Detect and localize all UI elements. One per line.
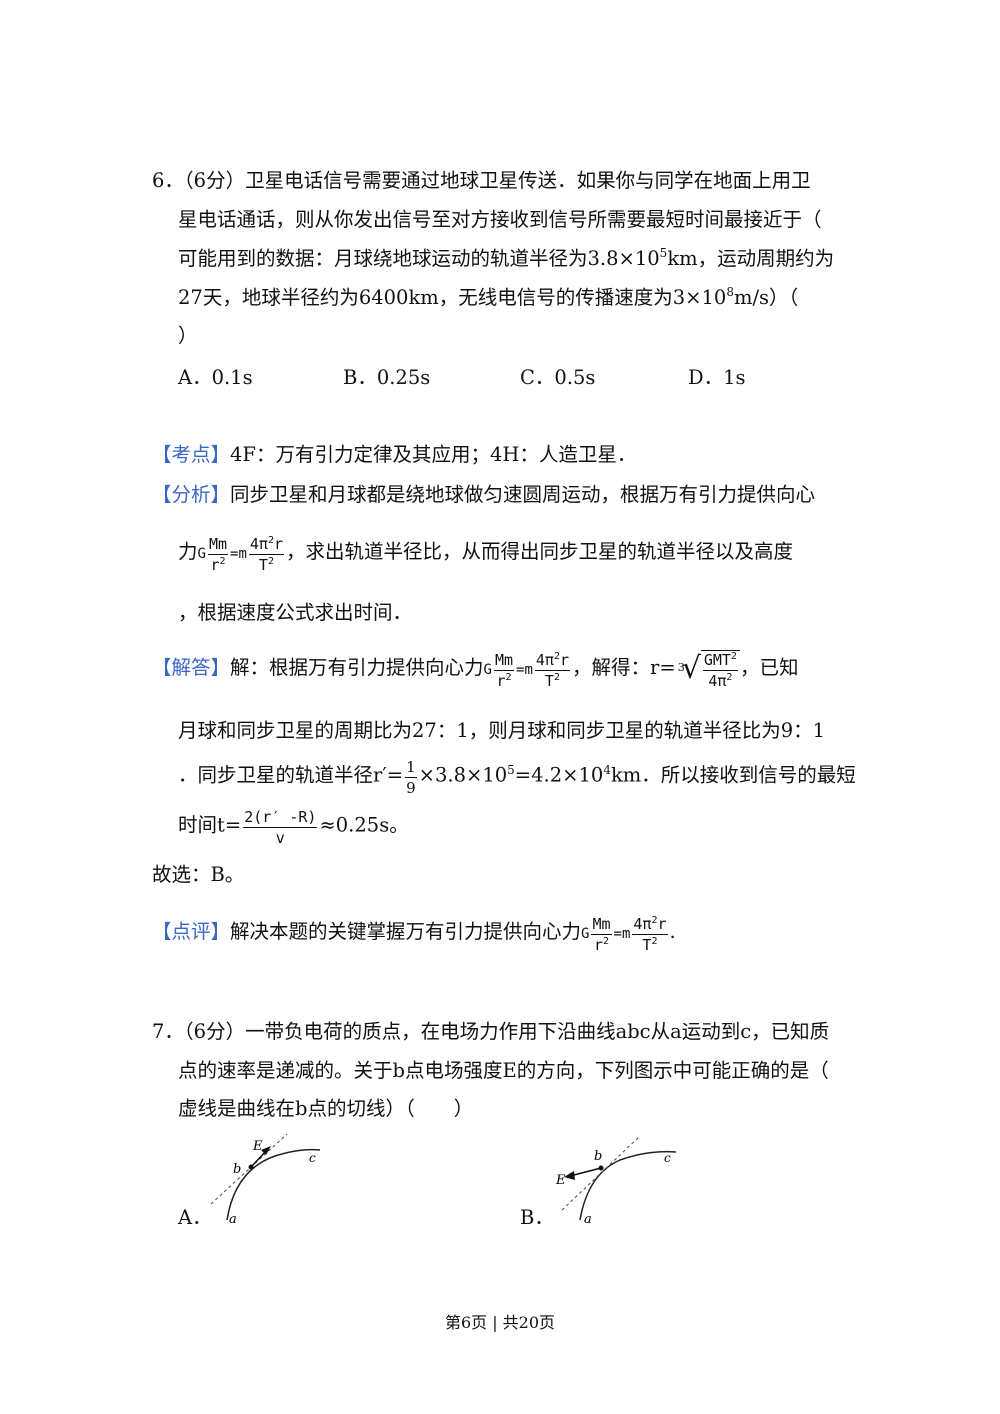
q6-option-d: D．1s — [688, 366, 746, 389]
dianping-tag: 【点评】 — [152, 920, 231, 943]
q7-line2: 点的速率是递减的。关于b点电场强度E的方向，下列图示中可能正确的是（ — [178, 1059, 829, 1082]
jieda-line4: 时间t=2(r′ -R)v≈0.25s。 — [178, 808, 409, 847]
q7-line3: 虚线是曲线在b点的切线）（ ） — [178, 1097, 474, 1120]
label-b: b — [233, 1162, 241, 1177]
q6-option-a: A．0.1s — [178, 366, 253, 389]
q6-option-b: B．0.25s — [343, 366, 431, 389]
q6-line2: 星电话通话，则从你发出信号至对方接收到信号所需要最短时间最接近于（ — [178, 208, 822, 231]
label-E: E — [555, 1173, 566, 1188]
answer-choice: 故选：B。 — [152, 863, 245, 886]
kaodian-tag: 【考点】 — [152, 443, 231, 466]
q6-line4: 27天，地球半径约为6400km，无线电信号的传播速度为3×108m/s）（ — [178, 285, 799, 309]
fenxi-line1: 【分析】同步卫星和月球都是绕地球做匀速圆周运动，根据万有引力提供向心 — [152, 483, 816, 506]
label-c: c — [664, 1151, 671, 1165]
label-b: b — [594, 1149, 602, 1164]
q6-line1: 6．（6分）卫星电话信号需要通过地球卫星传送．如果你与同学在地面上用卫 — [152, 169, 811, 192]
q6-line5: ） — [178, 324, 198, 347]
q7-option-b-label: B． — [520, 1206, 554, 1229]
fenxi-tag: 【分析】 — [152, 483, 231, 506]
q6-line3: 可能用到的数据：月球绕地球运动的轨道半径为3.8×105km，运动周期约为 — [178, 246, 835, 270]
label-E: E — [252, 1139, 263, 1154]
label-a: a — [229, 1212, 237, 1227]
q7-figure-b: E b c a — [555, 1135, 677, 1227]
q7-line1: 7．（6分）一带负电荷的质点，在电场力作用下沿曲线abc从a运动到c，已知质 — [152, 1020, 830, 1043]
jieda-line2: 月球和同步卫星的周期比为27：1，则月球和同步卫星的轨道半径比为9：1 — [178, 719, 826, 742]
q6-option-c: C．0.5s — [520, 366, 596, 389]
q7-option-a-label: A． — [178, 1206, 212, 1229]
page-footer: 第6页 | 共20页 — [444, 1313, 556, 1332]
label-c: c — [309, 1151, 316, 1165]
kaodian: 【考点】4F：万有引力定律及其应用；4H：人造卫星． — [152, 443, 637, 466]
fenxi-line3: ，根据速度公式求出时间． — [178, 601, 413, 624]
jieda-tag: 【解答】 — [152, 656, 231, 679]
label-a: a — [584, 1212, 592, 1227]
q7-figure-a: E b c a — [210, 1133, 321, 1227]
